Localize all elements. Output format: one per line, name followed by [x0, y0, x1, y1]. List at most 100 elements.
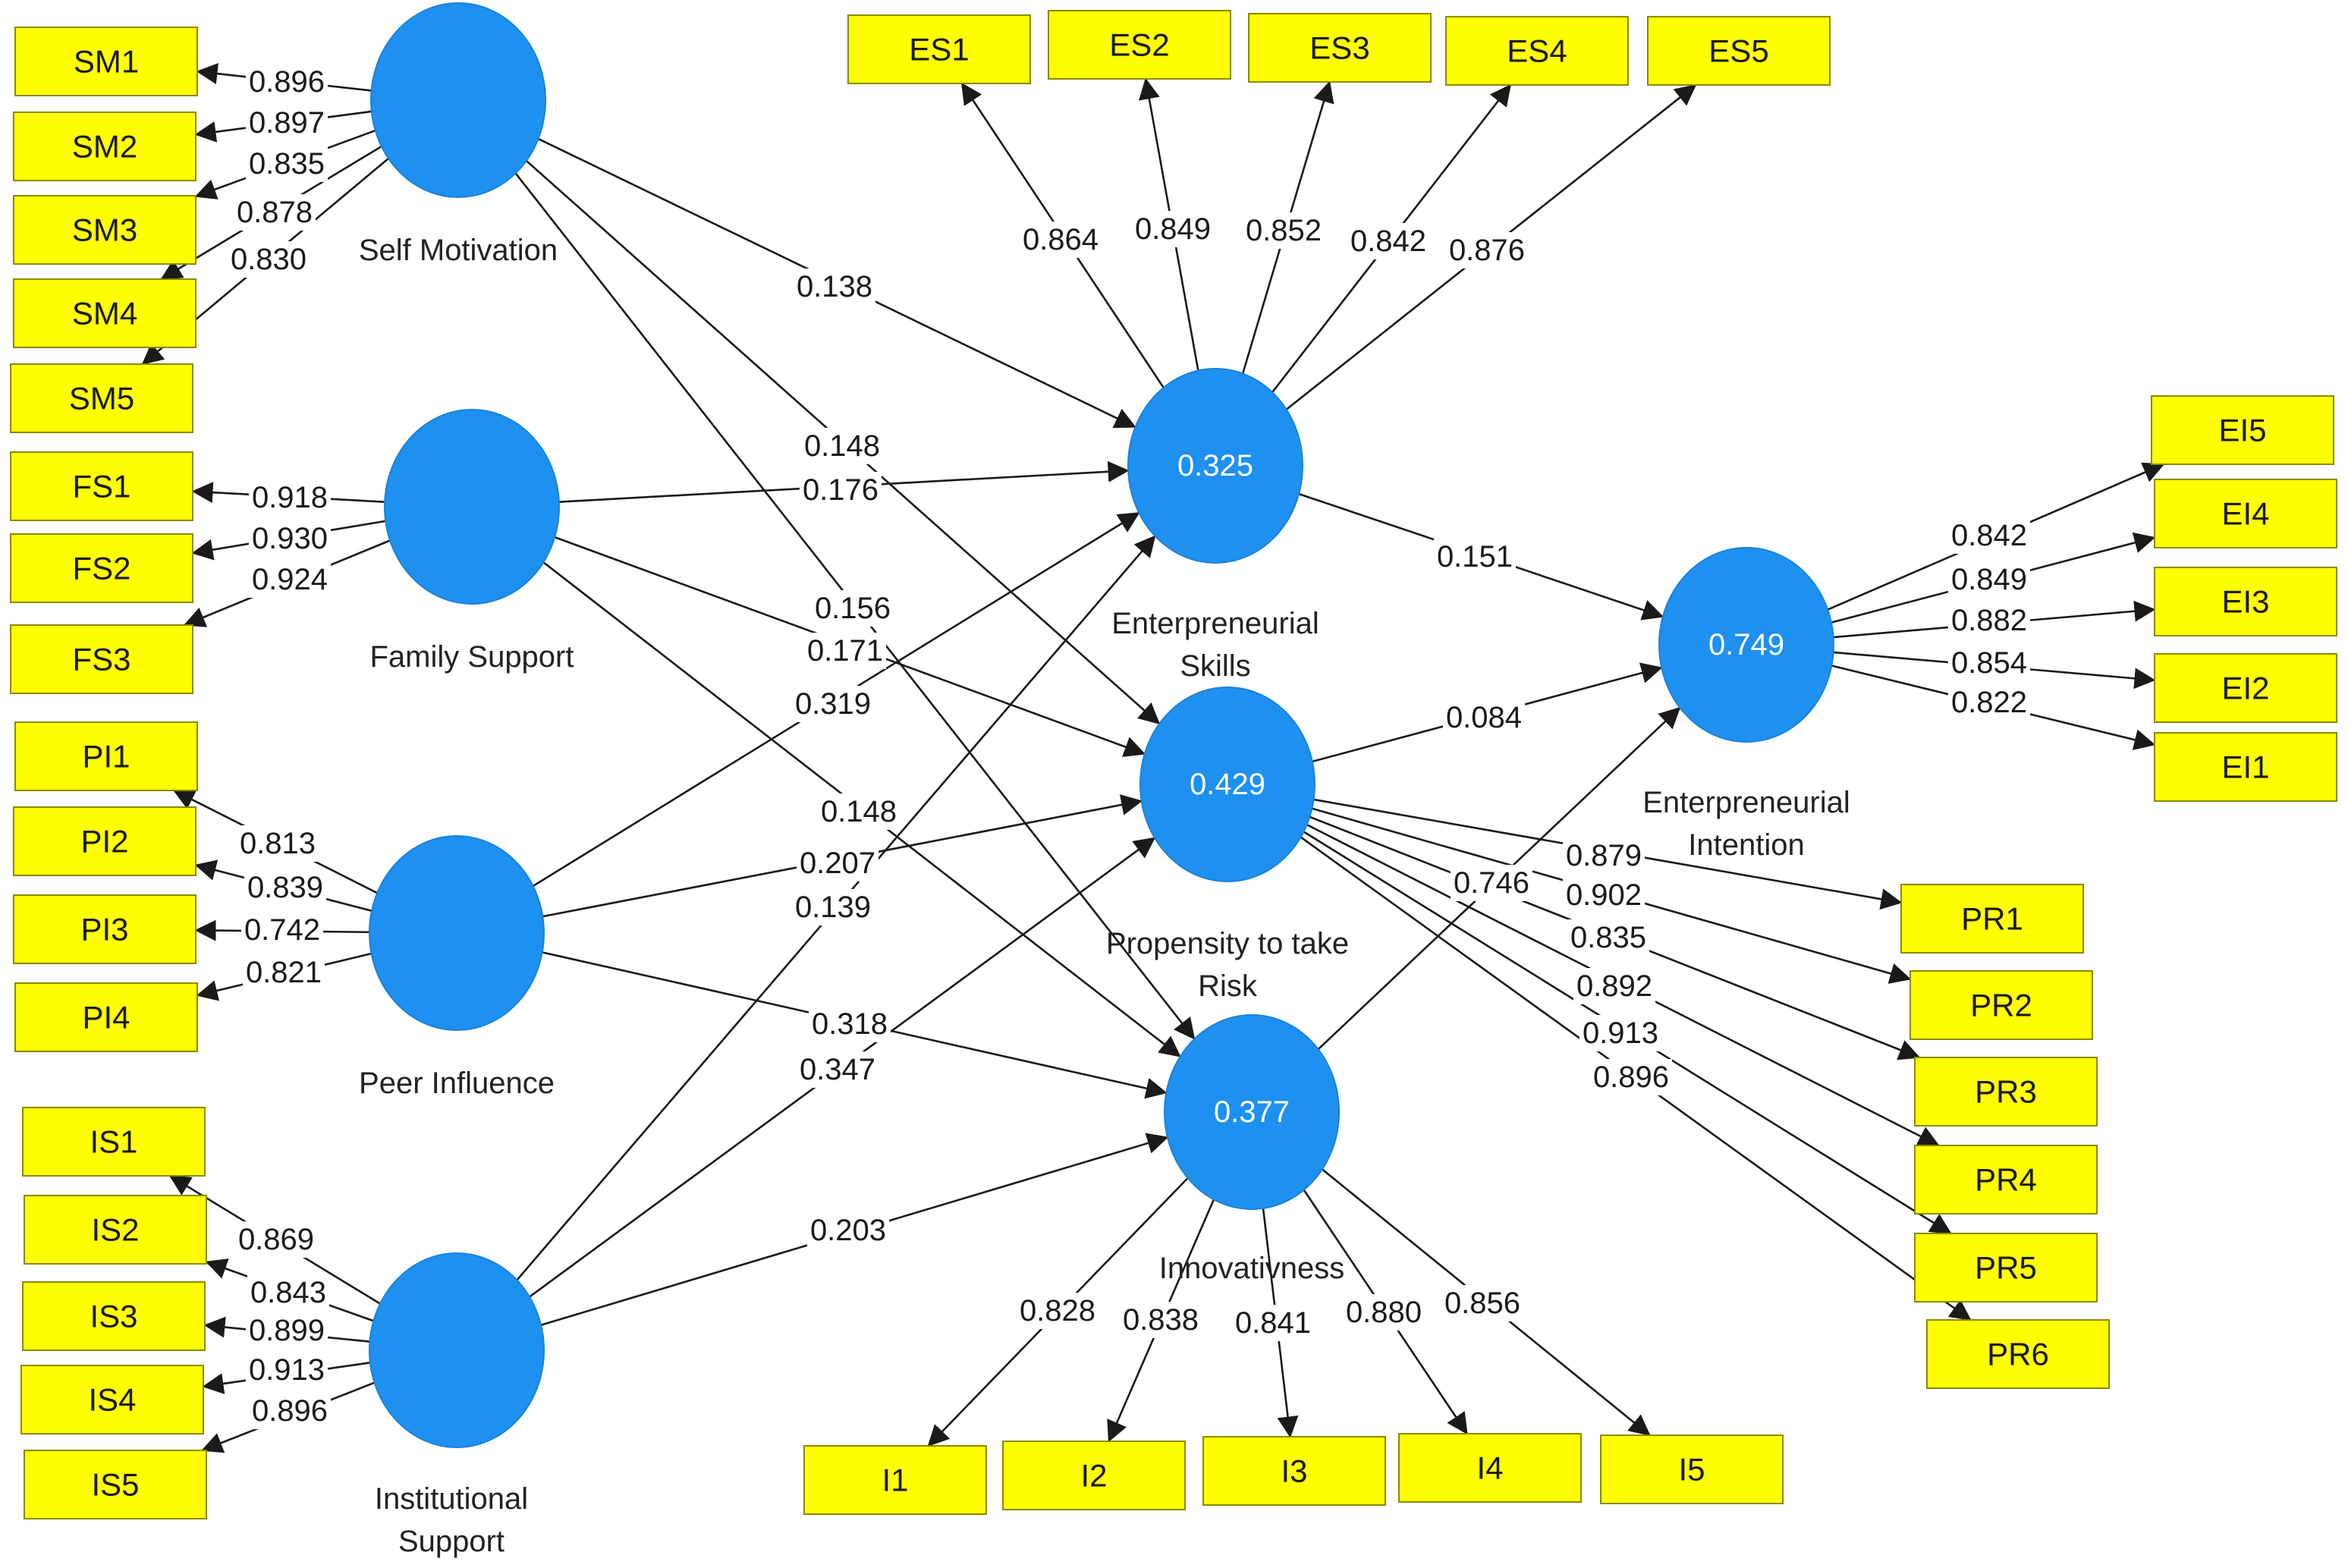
- indicator-es3[interactable]: ES3: [1248, 13, 1432, 83]
- indicator-es5[interactable]: ES5: [1647, 16, 1831, 86]
- indicator-box[interactable]: [803, 1445, 987, 1515]
- indicator-box[interactable]: [1910, 970, 2093, 1040]
- latent-family-support[interactable]: Family Support: [370, 409, 574, 674]
- latent-circle[interactable]: [1164, 1014, 1340, 1210]
- indicator-box[interactable]: [1202, 1436, 1386, 1506]
- indicator-sm5[interactable]: SM5: [10, 363, 193, 433]
- latent-circle[interactable]: [370, 2, 546, 198]
- indicator-ei2[interactable]: EI2: [2154, 653, 2337, 723]
- indicator-pi3[interactable]: PI3: [13, 894, 196, 964]
- indicator-pr2[interactable]: PR2: [1910, 970, 2093, 1040]
- indicator-box[interactable]: [2154, 567, 2337, 636]
- indicator-sm1[interactable]: SM1: [14, 27, 198, 96]
- indicator-box[interactable]: [24, 1195, 207, 1265]
- indicator-box[interactable]: [22, 1107, 206, 1177]
- indicator-box[interactable]: [2154, 653, 2337, 723]
- indicator-es2[interactable]: ES2: [1048, 10, 1231, 80]
- coefficient-background: [1947, 684, 2031, 721]
- indicator-box[interactable]: [1914, 1057, 2098, 1127]
- indicator-box[interactable]: [2154, 479, 2337, 548]
- indicator-is2[interactable]: IS2: [24, 1195, 207, 1265]
- latent-circle[interactable]: [369, 835, 545, 1031]
- indicator-pi2[interactable]: PI2: [13, 806, 196, 876]
- latent-self-motivation[interactable]: Self Motivation: [359, 2, 558, 267]
- indicator-is5[interactable]: IS5: [24, 1450, 207, 1519]
- indicator-i4[interactable]: I4: [1398, 1433, 1582, 1503]
- indicator-ei5[interactable]: EI5: [2151, 395, 2334, 465]
- indicator-box[interactable]: [1914, 1233, 2098, 1302]
- indicator-box[interactable]: [13, 112, 196, 181]
- indicator-box[interactable]: [14, 721, 198, 791]
- latent-circle[interactable]: [384, 409, 560, 605]
- indicator-i1[interactable]: I1: [803, 1445, 987, 1515]
- indicator-box[interactable]: [24, 1450, 207, 1519]
- indicator-pi4[interactable]: PI4: [14, 982, 198, 1052]
- latent-peer-influence[interactable]: Peer Influence: [359, 835, 555, 1100]
- indicator-box[interactable]: [14, 982, 198, 1052]
- indicator-fs2[interactable]: FS2: [10, 533, 193, 603]
- indicator-box[interactable]: [22, 1281, 206, 1351]
- latent-circle[interactable]: [369, 1252, 545, 1448]
- indicator-ei3[interactable]: EI3: [2154, 567, 2337, 636]
- indicator-pr6[interactable]: PR6: [1926, 1319, 2110, 1389]
- indicator-label: EI5: [2218, 413, 2266, 448]
- indicator-box[interactable]: [10, 533, 193, 603]
- indicator-box[interactable]: [1248, 13, 1432, 83]
- indicator-box[interactable]: [13, 806, 196, 876]
- indicator-is4[interactable]: IS4: [20, 1365, 204, 1434]
- indicator-box[interactable]: [14, 27, 198, 96]
- indicator-ei1[interactable]: EI1: [2154, 732, 2337, 802]
- indicator-box[interactable]: [1600, 1434, 1784, 1504]
- indicator-box[interactable]: [847, 14, 1031, 84]
- indicator-i5[interactable]: I5: [1600, 1434, 1784, 1504]
- indicator-is3[interactable]: IS3: [22, 1281, 206, 1351]
- indicator-box[interactable]: [10, 451, 193, 521]
- indicator-box[interactable]: [13, 278, 196, 348]
- indicator-box[interactable]: [10, 624, 193, 694]
- indicator-fs3[interactable]: FS3: [10, 624, 193, 694]
- indicator-es4[interactable]: ES4: [1445, 16, 1629, 86]
- indicator-pr4[interactable]: PR4: [1914, 1145, 2098, 1214]
- indicator-sm2[interactable]: SM2: [13, 112, 196, 181]
- indicator-pr1[interactable]: PR1: [1900, 884, 2084, 954]
- indicator-box[interactable]: [1647, 16, 1831, 86]
- indicator-es1[interactable]: ES1: [847, 14, 1031, 84]
- indicator-sm4[interactable]: SM4: [13, 278, 196, 348]
- indicator-sm3[interactable]: SM3: [13, 195, 196, 265]
- indicator-ei4[interactable]: EI4: [2154, 479, 2337, 548]
- loading-value-fs3: 0.924: [252, 563, 328, 596]
- indicator-box[interactable]: [1002, 1441, 1186, 1510]
- latent-circle[interactable]: [1127, 368, 1303, 564]
- indicator-box[interactable]: [2151, 395, 2334, 465]
- indicator-box[interactable]: [1900, 884, 2084, 954]
- indicator-box[interactable]: [1048, 10, 1231, 80]
- latent-name: Self Motivation: [359, 234, 558, 267]
- indicator-i3[interactable]: I3: [1202, 1436, 1386, 1506]
- indicator-fs1[interactable]: FS1: [10, 451, 193, 521]
- path-coefficient-pi-to-in: 0.318: [812, 1007, 888, 1041]
- indicator-box[interactable]: [1398, 1433, 1582, 1503]
- indicator-box[interactable]: [13, 195, 196, 265]
- indicator-pr5[interactable]: PR5: [1914, 1233, 2098, 1302]
- indicator-pr3[interactable]: PR3: [1914, 1057, 2098, 1127]
- indicator-box[interactable]: [1926, 1319, 2110, 1389]
- loading-value-i1: 0.828: [1020, 1294, 1095, 1328]
- coefficient-background: [1947, 561, 2031, 598]
- indicator-box[interactable]: [1445, 16, 1629, 86]
- indicator-pi1[interactable]: PI1: [14, 721, 198, 791]
- indicator-box[interactable]: [20, 1365, 204, 1434]
- indicator-box[interactable]: [10, 363, 193, 433]
- latent-circle[interactable]: [1139, 687, 1315, 882]
- indicator-box[interactable]: [2154, 732, 2337, 802]
- path-coefficient-fs-to-pr: 0.171: [807, 634, 883, 668]
- indicator-box[interactable]: [13, 894, 196, 964]
- latent-circle[interactable]: [1658, 547, 1834, 743]
- indicator-i2[interactable]: I2: [1002, 1441, 1186, 1510]
- indicator-is1[interactable]: IS1: [22, 1107, 206, 1177]
- indicator-box[interactable]: [1914, 1145, 2098, 1214]
